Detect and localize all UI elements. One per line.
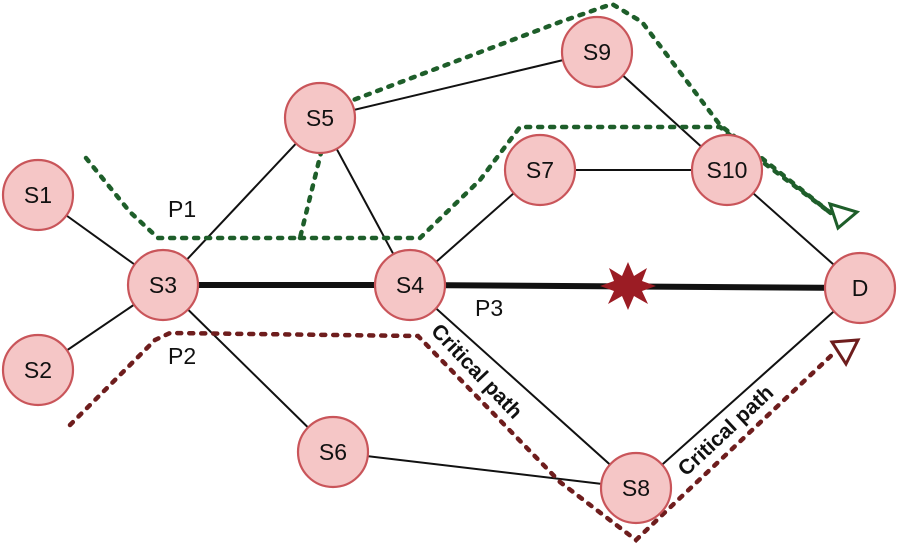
edge-s8-d	[635, 287, 861, 489]
edge-s5-s9	[319, 51, 598, 119]
node-circle	[373, 248, 447, 322]
path-label-p3: P3	[475, 295, 503, 321]
node-label: D	[852, 275, 869, 301]
critical-path-label-right: Critical path	[674, 381, 778, 481]
node-label: S7	[526, 157, 554, 183]
node-s5: S5	[283, 81, 357, 155]
node-d: D	[823, 251, 897, 325]
node-circle	[1, 158, 75, 232]
red-arrow-icon	[829, 338, 861, 368]
node-label: S8	[622, 475, 650, 501]
edge-s4-s8	[409, 284, 637, 489]
node-circle	[690, 133, 764, 207]
node-circle	[126, 248, 200, 322]
node-circle	[296, 415, 370, 489]
node-label: S1	[24, 182, 52, 208]
edge-s6-s8	[332, 451, 637, 489]
path-label-p1: P1	[168, 196, 196, 222]
node-circle	[283, 81, 357, 155]
failure-starburst-icon	[600, 262, 656, 310]
node-label: S3	[149, 272, 177, 298]
edge-s3-s5	[162, 117, 321, 286]
critical-path-label-left: Critical path	[426, 320, 526, 424]
node-s2: S2	[1, 333, 75, 407]
green-arrow-icon	[827, 201, 861, 231]
green-route-upper	[83, 1, 835, 241]
node-label: S9	[583, 39, 611, 65]
node-label: S2	[24, 357, 52, 383]
node-s6: S6	[296, 415, 370, 489]
node-s3: S3	[126, 248, 200, 322]
path-label-p2: P2	[168, 343, 196, 369]
node-circle	[599, 451, 673, 525]
node-s4: S4	[373, 248, 447, 322]
node-circle	[823, 251, 897, 325]
node-label: S5	[306, 105, 334, 131]
node-circle	[503, 133, 577, 207]
node-s7: S7	[503, 133, 577, 207]
node-circle	[1, 333, 75, 407]
node-label: S6	[319, 439, 347, 465]
node-label: S10	[707, 157, 748, 183]
node-s10: S10	[690, 133, 764, 207]
node-s9: S9	[560, 15, 634, 89]
node-s8: S8	[599, 451, 673, 525]
node-circle	[560, 15, 634, 89]
node-s1: S1	[1, 158, 75, 232]
node-label: S4	[396, 272, 424, 298]
edge-s3-s6	[162, 284, 334, 453]
red-route	[67, 330, 838, 543]
